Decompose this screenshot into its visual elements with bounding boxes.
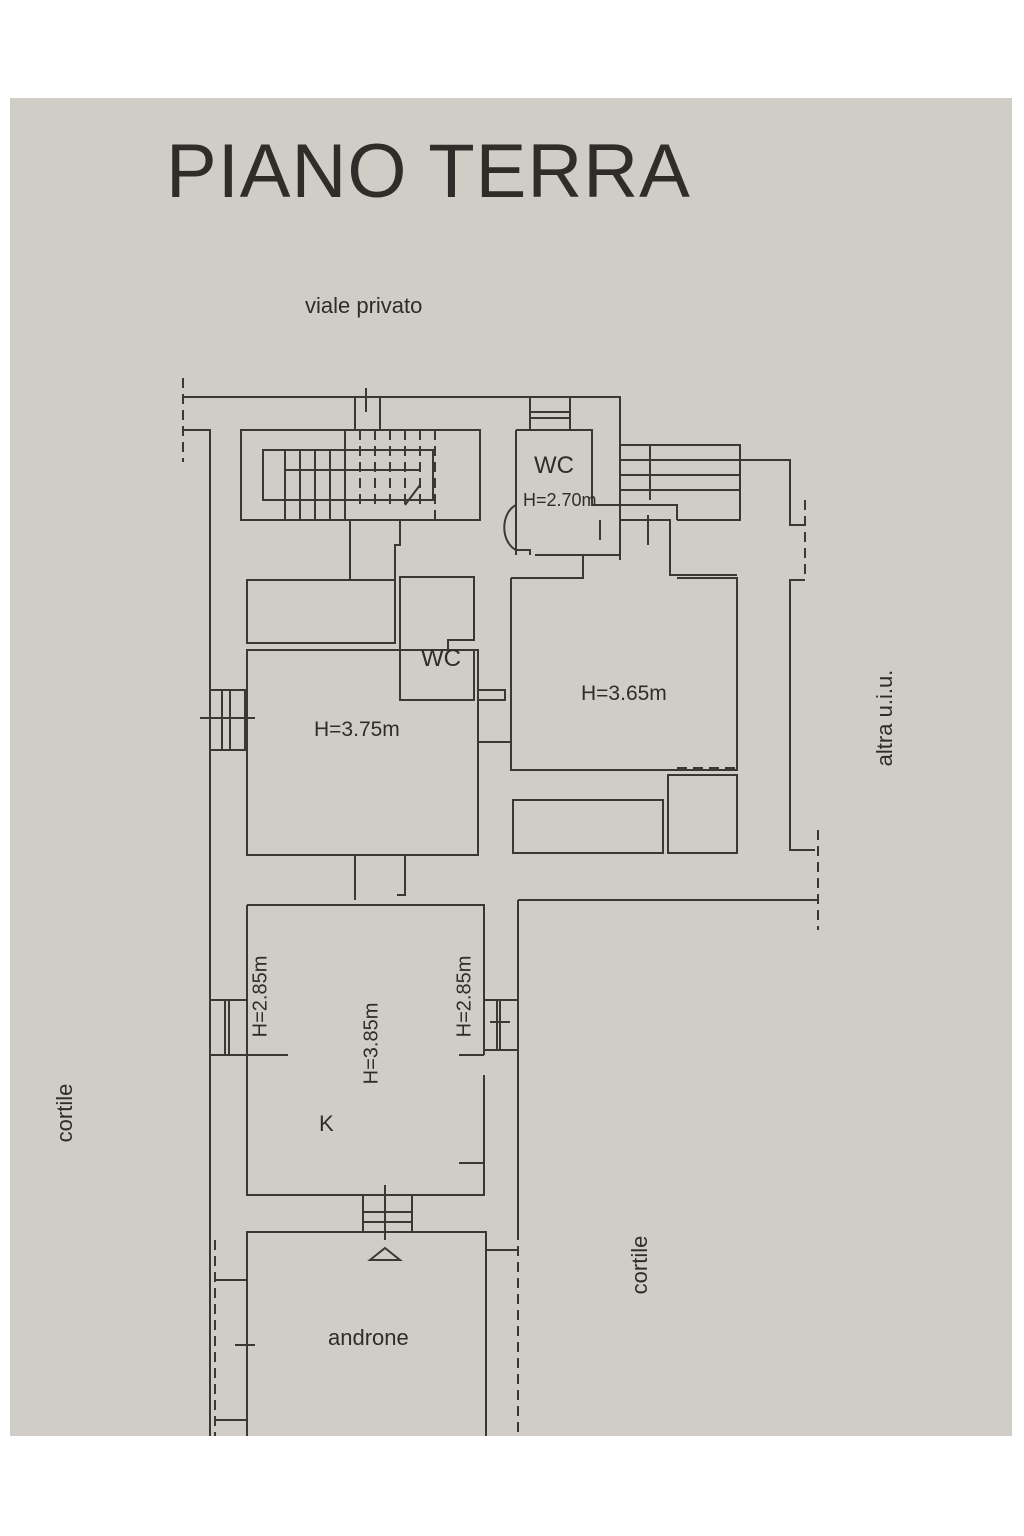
window-left xyxy=(200,689,255,751)
closet-2 xyxy=(667,774,738,854)
kitchen-room xyxy=(246,904,485,1196)
androne-label: androne xyxy=(328,1325,409,1350)
androne-room xyxy=(215,1231,487,1436)
staircase-left xyxy=(240,388,481,525)
storage-room xyxy=(246,579,396,644)
room-left-height: H=3.75m xyxy=(314,718,400,741)
wc-middle-outline xyxy=(399,576,506,701)
wc-upper-outline xyxy=(503,397,620,579)
page-title: PIANO TERRA xyxy=(166,129,691,214)
closet-1 xyxy=(512,799,664,854)
boundary-dashed-right xyxy=(804,500,819,930)
boundary-dashed-lower-right xyxy=(485,1230,519,1436)
staircase-right xyxy=(599,444,741,576)
kitchen-window-left xyxy=(210,999,248,1056)
courtyard-left-label: cortile xyxy=(52,1083,77,1143)
door-steps xyxy=(362,1185,413,1261)
wall-right xyxy=(518,579,818,901)
kitchen-height: H=3.85m xyxy=(360,1002,383,1085)
wc-middle-label: WC xyxy=(421,645,461,672)
kitchen-window-right xyxy=(484,999,518,1051)
wc-upper-height: H=2.70m xyxy=(523,490,597,510)
room-left xyxy=(246,649,479,856)
wc-upper-label: WC xyxy=(534,452,574,479)
kitchen-side-right-height: H=2.85m xyxy=(453,955,476,1038)
room-right xyxy=(510,577,738,771)
kitchen-label: K xyxy=(319,1111,334,1136)
room-right-height: H=3.65m xyxy=(581,682,667,705)
wall-right-upper xyxy=(740,459,805,526)
passage xyxy=(354,741,511,900)
corridor-upper xyxy=(349,520,401,580)
kitchen-side-left-height: H=2.85m xyxy=(249,955,272,1038)
neighbor-label: altra u.i.u. xyxy=(872,669,897,767)
passage-dashed xyxy=(355,700,512,856)
wall-right-lower xyxy=(486,900,519,1251)
street-label: viale privato xyxy=(305,293,423,318)
courtyard-right-label: cortile xyxy=(627,1235,652,1295)
wall-left-outer xyxy=(183,429,211,1436)
